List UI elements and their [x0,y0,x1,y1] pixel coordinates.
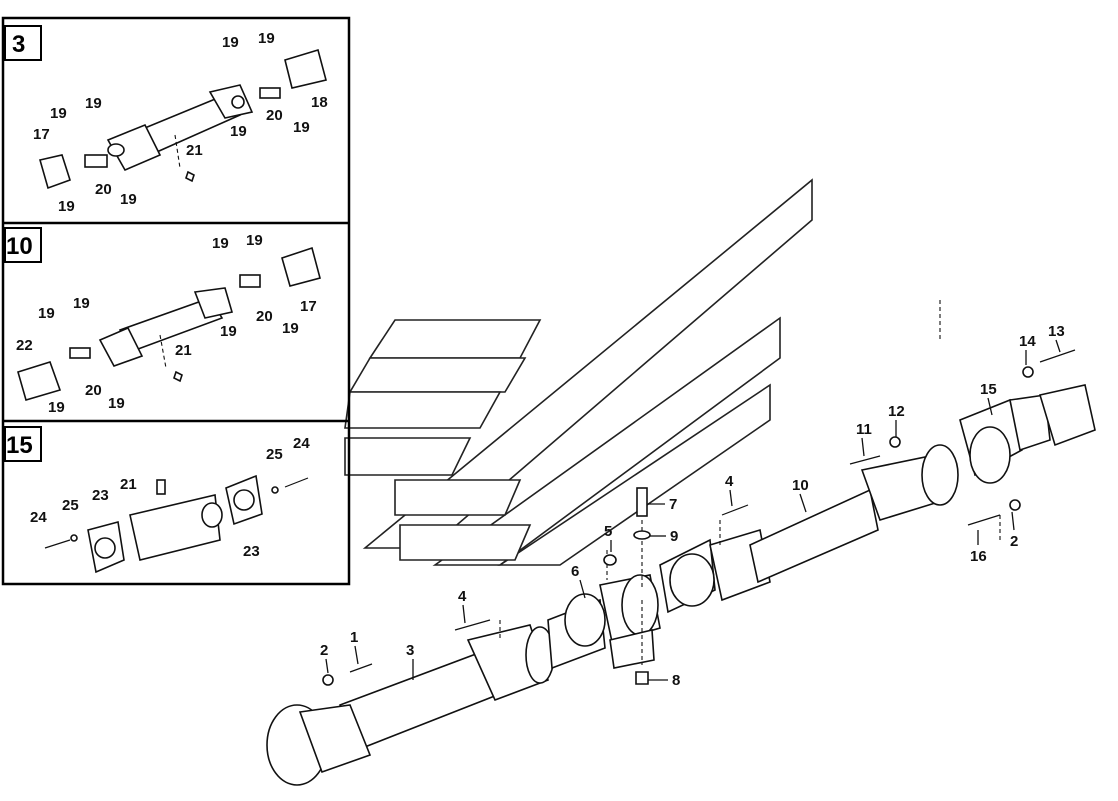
callout: 23 [92,487,109,504]
callout: 10 [792,477,809,494]
callout: 2 [320,642,328,659]
inset-10-shaft [17,246,321,401]
callout: 19 [220,323,237,340]
callout: 19 [222,34,239,51]
callout: 25 [266,446,283,463]
callout: 19 [50,105,67,122]
callout: 23 [243,543,260,560]
inset-15-labels: 24 25 21 23 24 25 23 [30,435,310,560]
watermark-logo [344,178,813,566]
leader-lines [325,339,1061,681]
inset-15-tag [4,426,42,462]
callout: 20 [85,382,102,399]
callout: 20 [95,181,112,198]
callout: 21 [186,142,203,159]
callout: 20 [266,107,283,124]
callout: 19 [58,198,75,215]
callout: 19 [246,232,263,249]
callout: 4 [725,473,734,490]
callout: 19 [282,320,299,337]
callout: 8 [672,672,680,689]
callout: 24 [293,435,310,452]
callout: 19 [38,305,55,322]
callout: 20 [256,308,273,325]
inset-10-tag [4,227,42,263]
callout: 16 [970,548,987,565]
inset-3-number: 3 [12,31,25,58]
callout: 1 [350,629,358,646]
callout: 12 [888,403,905,420]
inset-15-coupling [44,474,309,574]
callout: 19 [108,395,125,412]
callout: 22 [16,337,33,354]
callout: 2 [1010,533,1018,550]
inset-15-number: 15 [6,432,33,459]
callout: 19 [230,123,247,140]
callout: 17 [33,126,50,143]
callout: 18 [311,94,328,111]
callout: 19 [258,30,275,47]
callout: 13 [1048,323,1065,340]
callout: 19 [212,235,229,252]
main-driveshaft-assembly [266,300,1096,786]
inset-3-tag [4,25,42,61]
callout: 11 [856,421,872,438]
inset-3-labels: 19 19 18 19 20 19 21 19 19 17 20 19 19 [33,30,328,215]
callout: 25 [62,497,79,514]
callout: 19 [85,95,102,112]
callout: 19 [73,295,90,312]
callout: 15 [980,381,997,398]
callout: 14 [1019,333,1036,350]
main-labels: 1 2 3 4 4 5 6 7 8 9 10 11 12 13 14 15 16… [320,323,1065,689]
inset-10-number: 10 [6,233,33,260]
callout: 19 [48,399,65,416]
callout: 9 [670,528,678,545]
inset-frame [1,16,351,586]
callout: 4 [458,588,467,605]
callout: 24 [30,509,47,526]
callout: 7 [669,496,677,513]
callout: 21 [120,476,137,493]
inset-10-labels: 19 19 17 19 20 19 21 19 19 22 20 19 19 [16,232,317,416]
inset-3-shaft [38,48,327,190]
callout: 3 [406,642,414,659]
callout: 6 [571,563,579,580]
callout: 21 [175,342,192,359]
callout: 19 [120,191,137,208]
callout: 17 [300,298,317,315]
callout: 5 [604,523,612,540]
callout: 19 [293,119,310,136]
